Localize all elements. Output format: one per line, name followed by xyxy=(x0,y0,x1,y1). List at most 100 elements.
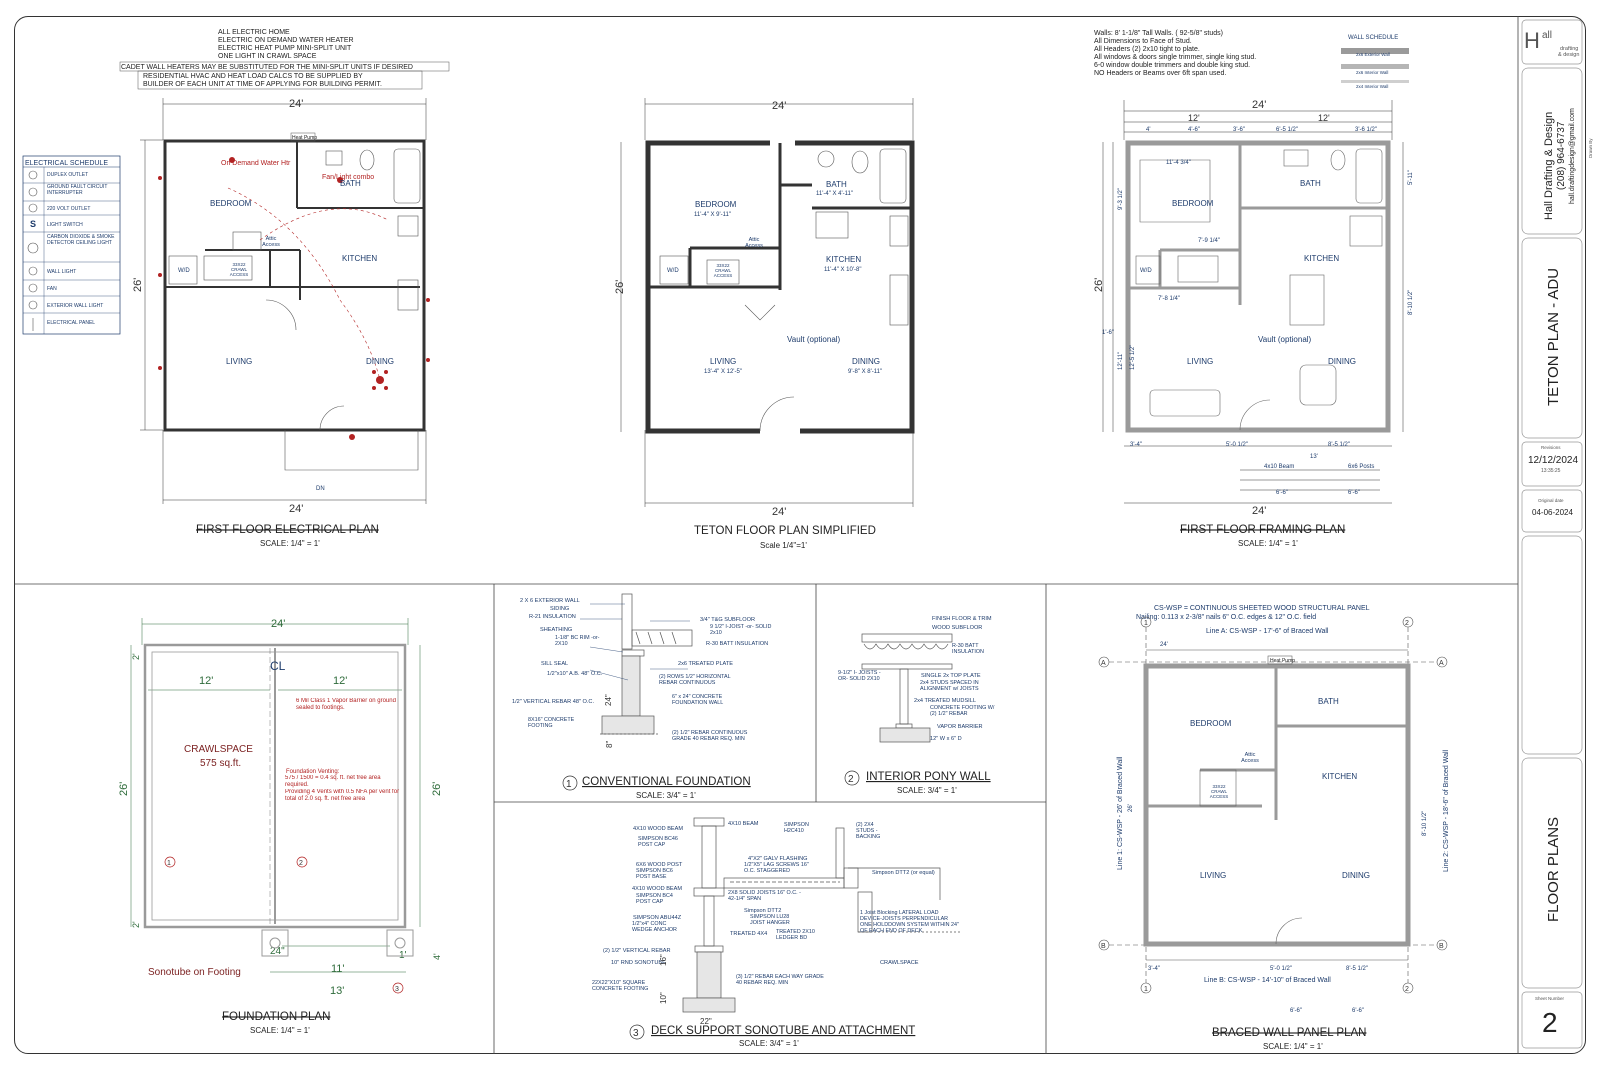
foundation-dim-2-top: 2' xyxy=(131,653,141,660)
note-line-7: BUILDER OF EACH UNIT AT TIME OF APPLYING… xyxy=(143,81,382,88)
elec-dining-label: DINING xyxy=(366,357,394,366)
foundation-detail-3-marker: 3 xyxy=(395,986,399,993)
foundation-venting-3: Providing 4 Vents with 0.5 NFA per vent … xyxy=(285,789,400,802)
foundation-dim-2-bot: 2' xyxy=(131,921,141,928)
foundation-venting-1: Foundation Venting: xyxy=(286,769,340,775)
braced-dim-m1: 6'-6" xyxy=(1290,1008,1302,1014)
frame-dim-j: 5'-0 1/2" xyxy=(1226,442,1248,448)
conv-dim-8: 8" xyxy=(605,741,614,748)
drawing-sheet xyxy=(14,16,1586,1054)
company-name: Hall Drafting & Design xyxy=(1543,112,1555,220)
note-line-6: RESIDENTIAL HVAC AND HEAT LOAD CALCS TO … xyxy=(143,73,363,80)
foundation-dim-12b: 12' xyxy=(333,675,347,687)
deck-label-b2: SIMPSON H2C410 xyxy=(784,822,809,834)
revisions-label: Revisions xyxy=(1541,445,1561,450)
braced-dim-k: 8'-5 1/2" xyxy=(1346,966,1368,972)
braced-marker-2-bot: 2 xyxy=(1405,986,1409,993)
note-line-3: ELECTRIC HEAT PUMP MINI-SPLIT UNIT xyxy=(218,45,352,52)
pony-detail-number: 2 xyxy=(848,774,854,785)
braced-wall-plan: CS-WSP = CONTINUOUS SHEETED WOOD STRUCTU… xyxy=(1098,605,1450,1014)
conv-label-r3: R-30 BATT INSULATION xyxy=(706,641,768,647)
deck-label-b7: 2X8 SOLID JOISTS 16" O.C. - 42-1/4" SPAN xyxy=(728,890,801,902)
conv-label-5: 1-1/8" BC RIM -or- 2X10 xyxy=(555,635,600,647)
simplified-plan: 24' 24' 26' BEDROOM 1 xyxy=(614,98,915,518)
frame-living-label: LIVING xyxy=(1187,357,1213,366)
deck-dim-10: 10" xyxy=(659,992,668,1004)
foundation-dim-12a: 12' xyxy=(199,675,213,687)
deck-label-b4: 4"X2" GALV FLASHING xyxy=(748,856,808,862)
conv-label-4: SHEATHING xyxy=(540,627,572,633)
deck-label-a4: SIMPSON BC6 POST BASE xyxy=(636,868,673,880)
elec-bath-label: BATH xyxy=(340,179,361,188)
deck-label-b14: (3) 1/2" REBAR EACH WAY GRADE 40 REBAR R… xyxy=(736,974,824,986)
deck-label-b8: Simpson DTT2 xyxy=(744,908,781,914)
braced-wall-title: BRACED WALL PANEL PLAN xyxy=(1212,1027,1366,1039)
foundation-area-label: 575 sq.ft. xyxy=(200,758,241,769)
simple-kitchen-label: KITCHEN xyxy=(826,255,861,264)
simple-dim-bottom: 24' xyxy=(772,506,786,518)
frame-dim-a: 4' xyxy=(1146,127,1150,133)
deck-label-b13: CRAWLSPACE xyxy=(880,960,919,966)
braced-heat-pump-label: Heat Pump xyxy=(1270,658,1295,664)
schedule-item-5: CARBON DIOXIDE & SMOKE DETECTOR CEILING … xyxy=(47,234,115,246)
frame-dim-k: 8'-5 1/2" xyxy=(1328,442,1350,448)
braced-wall-scale: SCALE: 1/4" = 1' xyxy=(1263,1042,1323,1051)
simple-dining-size: 9'-8" X 8'-11" xyxy=(848,369,882,375)
conventional-foundation-scale: SCALE: 3/4" = 1' xyxy=(636,791,696,800)
conv-label-1: 2 X 6 EXTERIOR WALL xyxy=(520,598,580,604)
deck-dim-22: 22" xyxy=(700,1017,712,1026)
braced-crawl-label: 33X22 CRAWL ACCESS xyxy=(1209,784,1229,799)
frame-dim-e: 3'-6 1/2" xyxy=(1355,127,1377,133)
simple-kitchen-size: 11'-4" X 10'-8" xyxy=(824,267,861,273)
elec-dim-top: 24' xyxy=(289,98,303,110)
frame-dim-12b: 12' xyxy=(1318,113,1330,123)
pony-wall-title: INTERIOR PONY WALL xyxy=(866,771,991,783)
braced-line-b: Line B: CS-WSP - 14'-10" of Braced Wall xyxy=(1204,977,1331,984)
pony-label-10: 12" W x 6" D xyxy=(930,736,962,742)
conv-label-r6: 6" x 24" CONCRETE FOUNDATION WALL xyxy=(672,694,724,706)
electrical-plan: 24' 24' 26' xyxy=(132,98,430,515)
braced-dim-w: 24' xyxy=(1160,642,1168,648)
frame-bath-label: BATH xyxy=(1300,179,1321,188)
foundation-dim-11: 11' xyxy=(331,963,345,975)
foundation-sonotube-note: Sonotube on Footing xyxy=(148,967,241,978)
schedule-item-7: FAN xyxy=(47,286,57,292)
sheet-number-label: Sheet Number xyxy=(1535,996,1565,1001)
braced-bath-label: BATH xyxy=(1318,697,1339,706)
pony-wall-detail: FINISH FLOOR & TRIM WOOD SUBFLOOR R-30 B… xyxy=(838,616,994,743)
deck-label-b12: 1 Joist Blocking LATERAL LOAD DEVICE-JOI… xyxy=(860,910,959,934)
conv-dim-24: 24" xyxy=(604,694,613,706)
simple-bath-size: 11'-4" X 4'-11" xyxy=(816,191,853,197)
braced-dining-label: DINING xyxy=(1342,871,1370,880)
pony-label-1: FINISH FLOOR & TRIM xyxy=(932,616,992,622)
frame-dim-m2: 6'-6" xyxy=(1348,490,1360,496)
deck-label-a3: 6X6 WOOD POST xyxy=(636,862,683,868)
conv-label-r7: (2) 1/2" REBAR CONTINUOUS GRADE 40 REBAR… xyxy=(672,730,748,742)
pony-label-3: R-30 BATT INSULATION xyxy=(952,643,984,655)
frame-dim-l: 13' xyxy=(1310,454,1318,460)
deck-label-b6: Simpson DTT2 (or equal) xyxy=(872,870,935,876)
conv-label-r2: 9 1/2" I-JOIST -or- SOLID 2x10 xyxy=(710,624,772,636)
foundation-detail-1-marker: 1 xyxy=(167,860,171,867)
frame-dim-b: 4'-6" xyxy=(1188,127,1200,133)
simplified-plan-scale: Scale 1/4"=1' xyxy=(760,541,807,550)
wall-schedule-item-3: 2x4 Interior Wall xyxy=(1356,84,1388,89)
deck-label-b3: (2) 2X4 STUDS - BACKING xyxy=(856,822,881,840)
simple-bedroom-label: BEDROOM xyxy=(695,200,737,209)
conventional-detail-number: 1 xyxy=(566,779,572,790)
logo-all: all xyxy=(1542,30,1552,41)
deck-label-b9: SIMPSON LU28 JOIST HANGER xyxy=(750,914,790,926)
foundation-plan-scale: SCALE: 1/4" = 1' xyxy=(250,1026,310,1035)
braced-dim-m2: 6'-6" xyxy=(1352,1008,1364,1014)
pony-label-4: 9-1/2" I- JOISTS -OR- SOLID 2X10 xyxy=(838,670,881,682)
note-line-5: CADET WALL HEATERS MAY BE SUBSTITUTED FO… xyxy=(121,64,413,71)
frame-dim-m1: 6'-6" xyxy=(1276,490,1288,496)
frame-vault-label: Vault (optional) xyxy=(1258,335,1312,344)
braced-line-a: Line A: CS-WSP - 17'-6" of Braced Wall xyxy=(1206,628,1329,635)
conv-label-r1: 3/4" T&G SUBFLOOR xyxy=(700,617,755,623)
framing-note-6: NO Headers or Beams over 6ft span used. xyxy=(1094,70,1226,77)
foundation-dim-right: 26' xyxy=(431,782,443,796)
deck-label-a2: SIMPSON BC46 POST CAP xyxy=(638,836,678,848)
logo-sub-1: drafting xyxy=(1560,46,1578,52)
revision-date: 12/12/2024 xyxy=(1528,455,1578,466)
